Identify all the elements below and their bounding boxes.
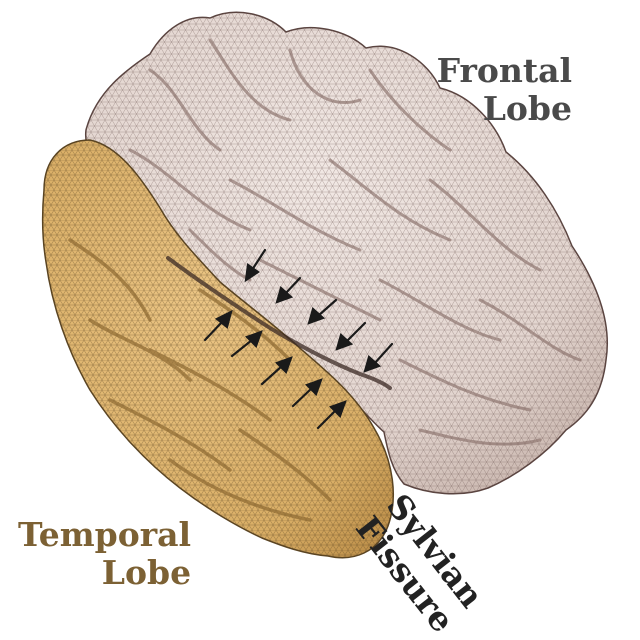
sylvian-fissure-groove [166, 256, 392, 390]
arrow-frontal-3 [307, 298, 338, 325]
temporal-gyri-folds [68, 238, 332, 522]
arrow-temporal-1 [203, 309, 233, 342]
frontal-lobe-label: Frontal Lobe [437, 52, 572, 128]
temporal-lobe [41, 139, 395, 559]
arrow-frontal-4 [335, 321, 367, 351]
fissure-arrows [203, 248, 394, 430]
arrow-frontal-2 [275, 276, 302, 304]
arrow-temporal-5 [316, 400, 347, 430]
temporal-lobe-label: Temporal Lobe [18, 516, 191, 592]
arrow-temporal-2 [230, 330, 263, 358]
frontal-lobe [84, 11, 608, 495]
frontal-label-line-1: Frontal [436, 51, 572, 90]
temporal-label-line-1: Temporal [18, 515, 192, 554]
arrow-temporal-3 [260, 356, 293, 386]
frontal-label-line-2: Lobe [482, 89, 572, 128]
arrow-temporal-4 [291, 378, 323, 408]
frontal-lobe-mesh [85, 12, 608, 494]
temporal-lobe-mesh [42, 140, 394, 558]
arrow-frontal-5 [363, 342, 394, 373]
arrow-frontal-1 [244, 248, 267, 283]
frontal-gyri-folds [128, 38, 582, 446]
temporal-label-line-2: Lobe [101, 553, 192, 592]
